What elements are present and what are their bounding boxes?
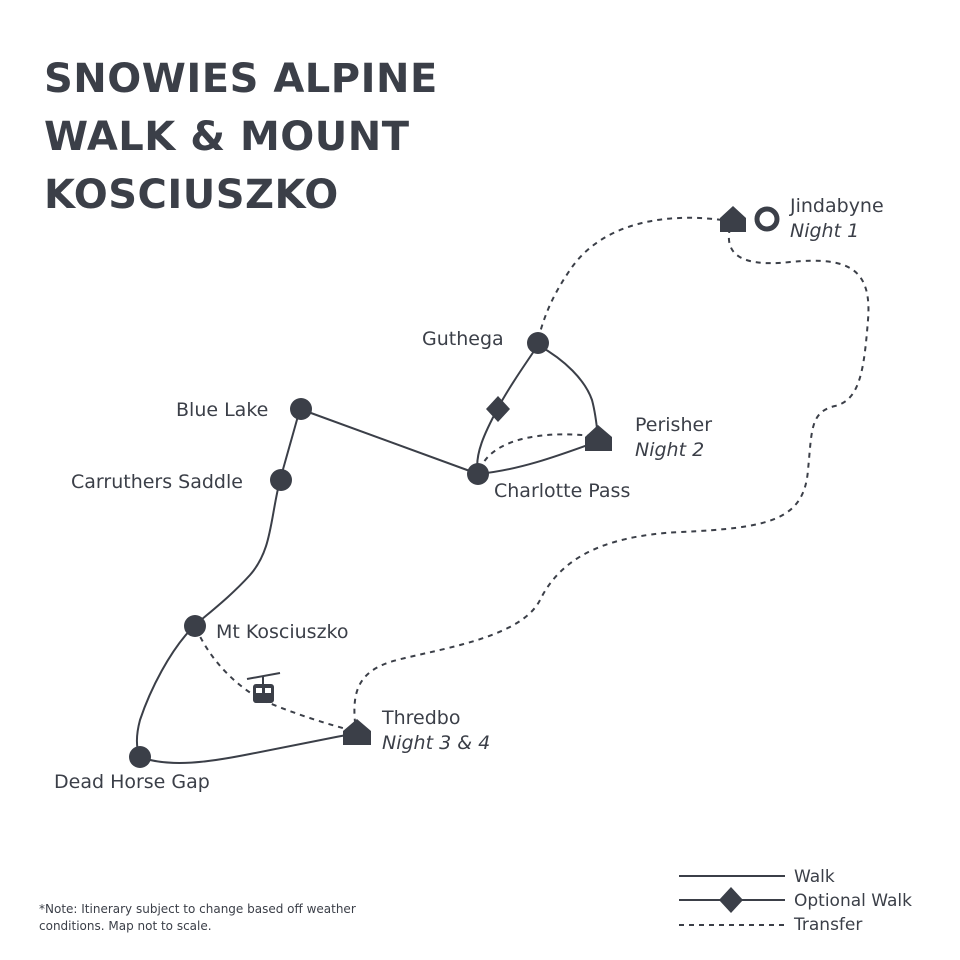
disclaimer-note: *Note: Itinerary subject to change based… (39, 902, 356, 933)
optional-walk-diamond-icon (486, 396, 510, 422)
label-perisher: Perisher (635, 414, 712, 436)
house-icon (720, 206, 746, 232)
node-mt-kosciuszko (184, 615, 206, 637)
label-mt-kosciuszko: Mt Kosciuszko (216, 621, 349, 643)
title-line-2: WALK & MOUNT (44, 114, 410, 160)
label-perisher-night: Night 2 (635, 439, 704, 461)
title-line-1: SNOWIES ALPINE (44, 56, 438, 102)
label-guthega: Guthega (422, 328, 504, 350)
walk-route-bluelake-carruthers (279, 408, 301, 481)
label-dead-horse-gap: Dead Horse Gap (54, 771, 210, 793)
cable-car-icon (246, 672, 281, 703)
node-carruthers-saddle (270, 469, 292, 491)
node-charlotte-pass (467, 463, 489, 485)
label-thredbo: Thredbo (381, 707, 460, 729)
label-charlotte-pass: Charlotte Pass (494, 480, 630, 502)
walk-route-deadhorse-thredbo (139, 733, 353, 764)
walk-route-charlotte-perisher (477, 441, 597, 475)
legend-walk-label: Walk (794, 867, 835, 887)
walk-route-carruthers-kosciuszko (193, 479, 281, 627)
node-blue-lake (290, 398, 312, 420)
transfer-route-charlotte-perisher (479, 433, 593, 471)
label-carruthers-saddle: Carruthers Saddle (71, 471, 243, 493)
label-jindabyne: Jindabyne (789, 195, 884, 217)
node-guthega (527, 332, 549, 354)
legend-optional-diamond-icon (719, 887, 743, 913)
walk-route-guthega-perisher (537, 344, 599, 439)
start-ring-icon (754, 206, 780, 232)
legend: Walk Optional Walk Transfer (679, 867, 912, 935)
legend-optional-walk-label: Optional Walk (794, 891, 912, 911)
transfer-route-jindabyne-guthega (537, 216, 723, 341)
label-jindabyne-night: Night 1 (790, 220, 859, 242)
label-thredbo-night: Night 3 & 4 (382, 732, 490, 754)
transfer-route-kosciuszko-thredbo (195, 627, 351, 731)
house-icon (585, 425, 612, 451)
legend-transfer-label: Transfer (793, 915, 862, 935)
title-line-3: KOSCIUSZKO (44, 172, 339, 218)
transfer-route-jindabyne-thredbo (353, 227, 870, 723)
walk-route-bluelake-charlotte (299, 408, 479, 475)
map-title: SNOWIES ALPINE WALK & MOUNT KOSCIUSZKO (44, 50, 438, 224)
node-dead-horse-gap (129, 746, 151, 768)
house-icon (343, 719, 371, 745)
label-blue-lake: Blue Lake (176, 399, 268, 421)
walk-route-kosciuszko-deadhorse (136, 625, 195, 758)
